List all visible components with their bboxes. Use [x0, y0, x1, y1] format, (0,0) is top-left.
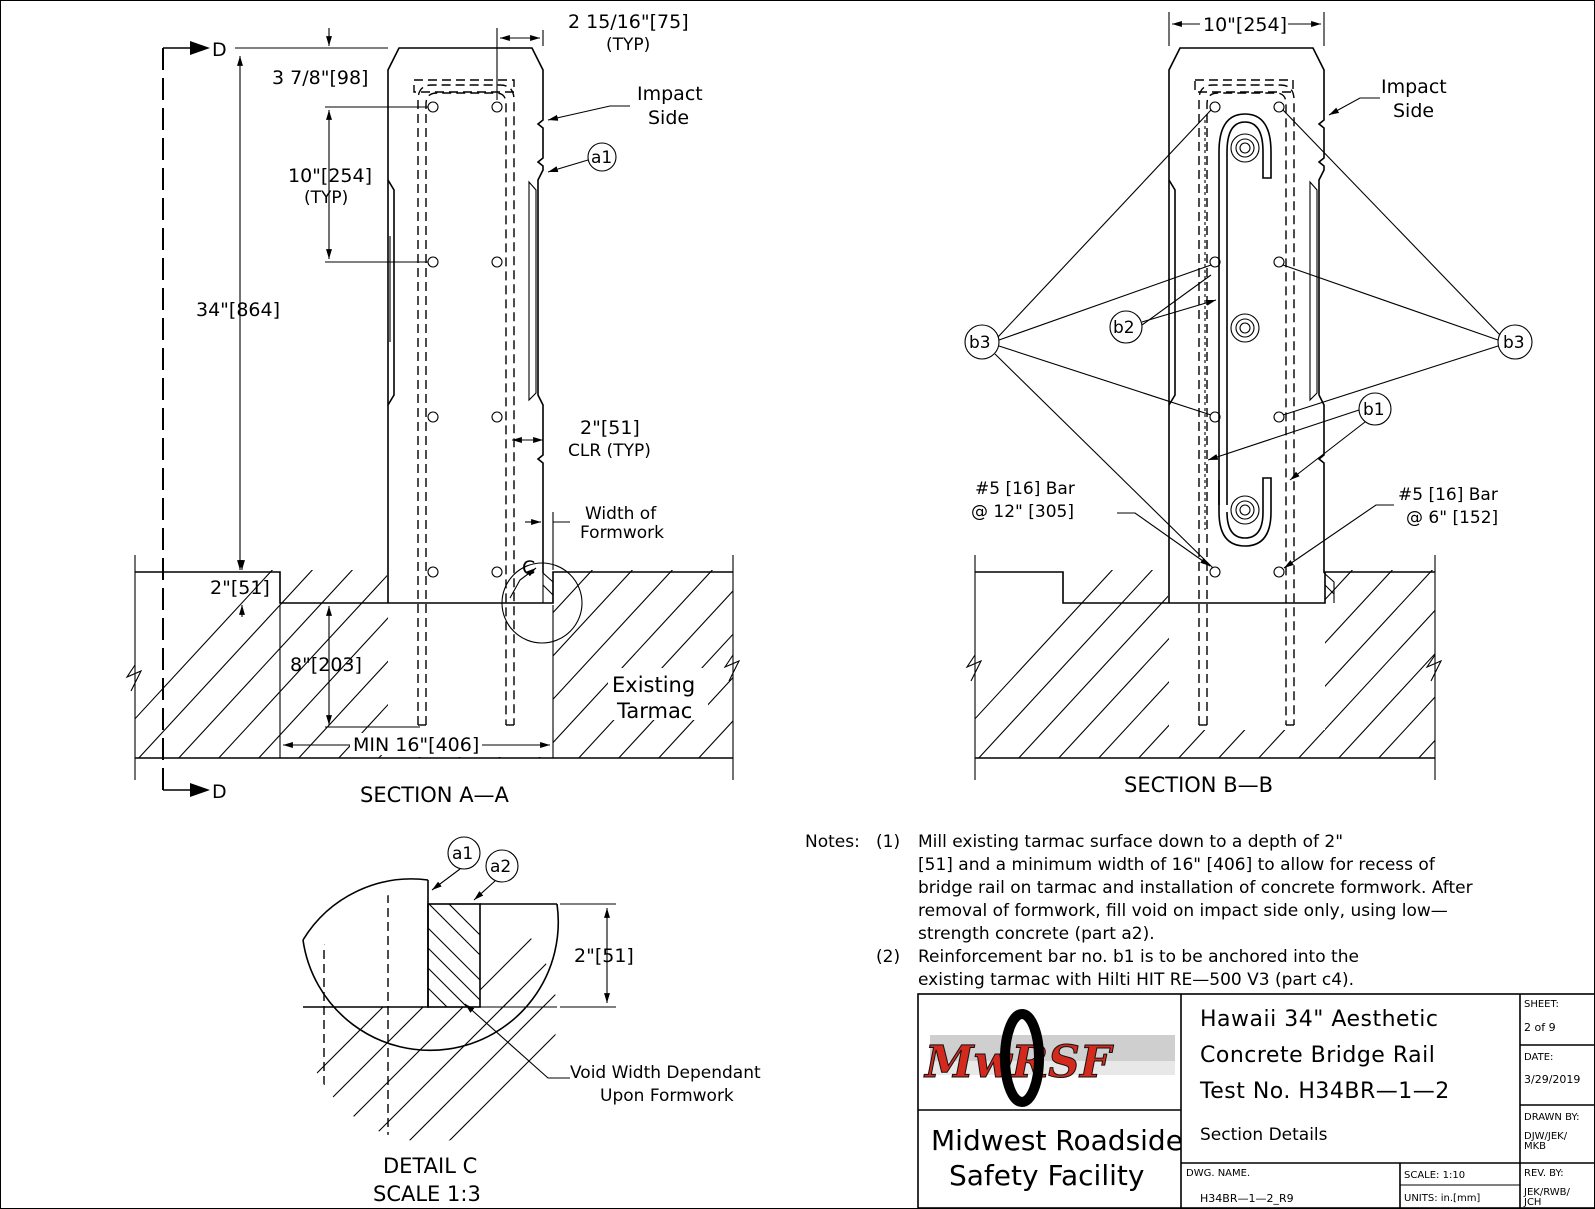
detail-c-title: DETAIL C	[383, 1154, 477, 1178]
note-1-line-4: removal of formwork, fill void on impact…	[918, 901, 1448, 921]
section-a-a: C D D 34"[864] 3 7/8"[98] 2 15/16"[75] (…	[125, 11, 741, 807]
cut-label-bottom: D	[212, 781, 227, 803]
units-label: UNITS: in.[mm]	[1404, 1193, 1480, 1204]
org-line-2: Safety Facility	[949, 1159, 1144, 1192]
notes: Notes: (1) Mill existing tarmac surface …	[805, 832, 1473, 990]
mwrsf-logo: MwRSF	[923, 1009, 1175, 1107]
detail-c-callout-label: C	[522, 557, 535, 579]
title-line-1: Hawaii 34" Aesthetic	[1200, 1007, 1438, 1032]
dim-height: 34"[864]	[196, 299, 280, 321]
tarmac-label-2: Tarmac	[616, 699, 692, 723]
detail-bubble-a2: a2	[490, 857, 511, 877]
note-1-line-2: [51] and a minimum width of 16" [406] to…	[918, 855, 1436, 875]
title-line-3: Test No. H34BR—1—2	[1199, 1079, 1450, 1104]
bubble-b3-right: b3	[1503, 333, 1525, 353]
bubble-b3-left: b3	[969, 333, 991, 353]
dim-recess: 2"[51]	[210, 577, 270, 599]
sheet-subtitle: Section Details	[1200, 1125, 1328, 1145]
title-block: MwRSF Midwest Roadside Safety Facility H…	[917, 993, 1595, 1209]
bar-right-1: #5 [16] Bar	[1398, 485, 1498, 505]
rev-label: REV. BY:	[1524, 1168, 1564, 1179]
date-label: DATE:	[1524, 1052, 1553, 1063]
dwg-label: DWG. NAME.	[1186, 1168, 1250, 1179]
cut-label-top: D	[212, 39, 227, 61]
formwork-label-1: Width of	[585, 504, 657, 524]
section-b-b: 10"[254] Impact Side b3 b3 b2 b1	[964, 12, 1533, 797]
note-1-num: (1)	[876, 832, 900, 852]
note-1-line-3: bridge rail on tarmac and installation o…	[918, 878, 1473, 898]
bar-right-2: @ 6" [152]	[1406, 508, 1498, 528]
dim-clr-typ: CLR (TYP)	[568, 441, 651, 461]
tarmac-label-1: Existing	[612, 673, 695, 697]
dim-top-right-typ: (TYP)	[606, 35, 650, 55]
bar-left-2: @ 12" [305]	[971, 502, 1074, 522]
title-line-2: Concrete Bridge Rail	[1200, 1043, 1435, 1068]
logo-text: MwRSF	[923, 1037, 1114, 1088]
dim-spacing-typ: (TYP)	[304, 188, 348, 208]
section-b-title: SECTION B—B	[1124, 773, 1273, 797]
detail-c-scale: SCALE 1:3	[373, 1182, 481, 1206]
drawn-label: DRAWN BY:	[1524, 1112, 1580, 1123]
dim-embed: 8"[203]	[290, 654, 362, 676]
dim-top-right: 2 15/16"[75]	[568, 11, 689, 33]
void-label-2: Upon Formwork	[600, 1086, 734, 1106]
dim-clr: 2"[51]	[580, 417, 640, 439]
date-value: 3/29/2019	[1524, 1073, 1580, 1086]
formwork-label-2: Formwork	[580, 523, 664, 543]
dim-top-offset: 3 7/8"[98]	[272, 67, 368, 89]
void-label-1: Void Width Dependant	[570, 1063, 761, 1083]
note-2-num: (2)	[876, 947, 900, 967]
rev-value-1: JEK/RWB/	[1523, 1187, 1570, 1198]
bubble-a1: a1	[591, 148, 612, 168]
impact-side-label-b: Impact	[1381, 76, 1447, 98]
drawn-value-1: DJW/JEK/	[1524, 1131, 1568, 1142]
impact-side-label-b2: Side	[1393, 100, 1434, 122]
sheet-value: 2 of 9	[1524, 1021, 1556, 1034]
scale-label: SCALE: 1:10	[1404, 1170, 1465, 1181]
detail-c: a1 a2 2"[51] Void Width Dependant Upon F…	[302, 836, 761, 1206]
org-line-1: Midwest Roadside	[931, 1124, 1183, 1157]
dim-spacing: 10"[254]	[288, 165, 372, 187]
note-1-line-5: strength concrete (part a2).	[918, 924, 1155, 944]
note-2-line-2: existing tarmac with Hilti HIT RE—500 V3…	[918, 970, 1354, 990]
bubble-b1: b1	[1363, 400, 1385, 420]
notes-label: Notes:	[805, 832, 860, 852]
note-2-line-1: Reinforcement bar no. b1 is to be anchor…	[918, 947, 1359, 967]
detail-dim: 2"[51]	[574, 945, 634, 967]
dim-width-b: 10"[254]	[1203, 14, 1287, 36]
sheet-label: SHEET:	[1524, 999, 1559, 1010]
dwg-value: H34BR—1—2_R9	[1200, 1192, 1294, 1205]
section-a-title: SECTION A—A	[360, 783, 510, 807]
bubble-b2: b2	[1113, 318, 1135, 338]
impact-side-label-a2: Side	[648, 107, 689, 129]
dim-min-width: MIN 16"[406]	[353, 734, 479, 756]
detail-bubble-a1: a1	[452, 844, 473, 864]
impact-side-label-a: Impact	[637, 83, 703, 105]
bar-left-1: #5 [16] Bar	[975, 479, 1075, 499]
drawn-value-2: MKB	[1524, 1141, 1546, 1152]
rev-value-2: JCH	[1523, 1197, 1541, 1208]
note-1-line-1: Mill existing tarmac surface down to a d…	[918, 832, 1343, 852]
